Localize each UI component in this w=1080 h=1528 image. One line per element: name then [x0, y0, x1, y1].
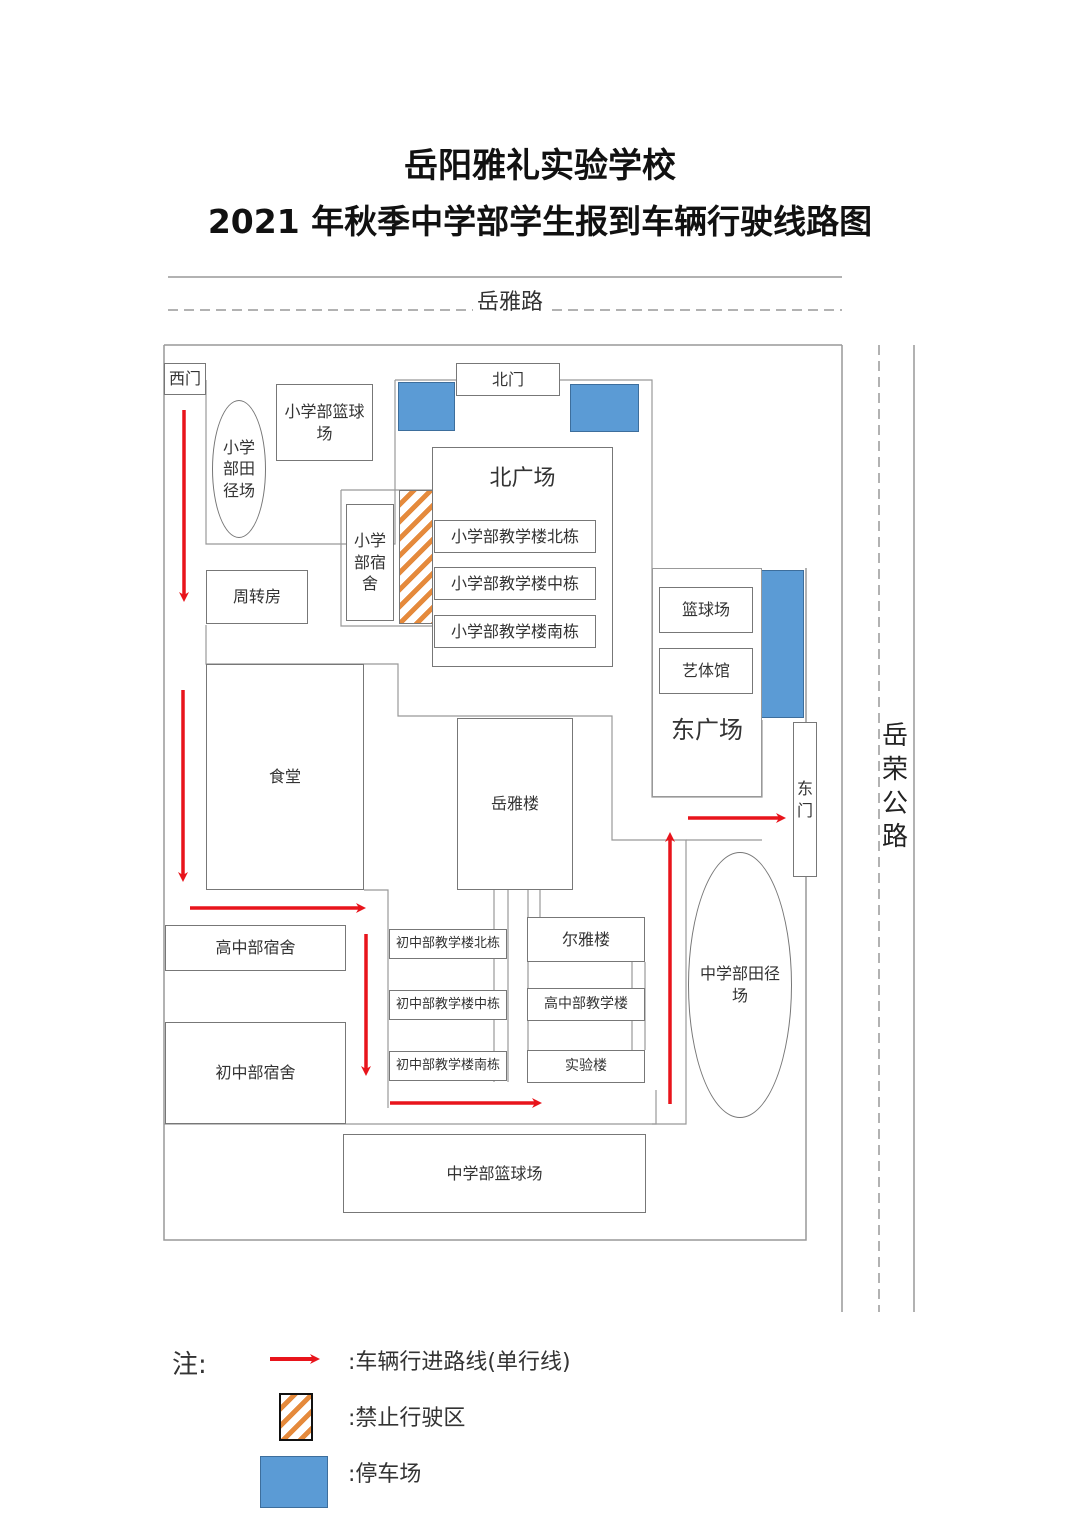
east-road-char: 路 — [881, 822, 908, 853]
campus-boundary-south — [163, 345, 807, 1241]
primary-teaching-north: 小学部教学楼北栋 — [434, 520, 596, 553]
legend-parking-swatch — [260, 1456, 328, 1508]
middle-basketball-court: 中学部篮球场 — [343, 1134, 646, 1213]
legend-no-drive-text: :禁止行驶区 — [348, 1406, 466, 1431]
junior-teaching-south: 初中部教学楼南栋 — [389, 1051, 507, 1081]
inner-road-outline-c — [340, 490, 432, 627]
junior-teaching-north: 初中部教学楼北栋 — [389, 929, 507, 959]
parking-lot-east — [760, 570, 804, 718]
primary-teaching-south: 小学部教学楼南栋 — [434, 615, 596, 648]
legend-route-text: :车辆行进路线(单行线) — [348, 1350, 571, 1375]
north-gate: 北门 — [456, 363, 560, 396]
lab-building: 实验楼 — [527, 1050, 645, 1083]
senior-teaching-building: 高中部教学楼 — [527, 988, 645, 1021]
page-title: 岳阳雅礼实验学校 — [404, 146, 676, 186]
page-subtitle: 2021 年秋季中学部学生报到车辆行驶线路图 — [207, 202, 873, 241]
north-road-label: 岳雅路 — [473, 284, 548, 316]
parking-lot-north-east — [570, 384, 639, 432]
arts-sports-hall: 艺体馆 — [659, 648, 753, 694]
legend-note: 注: — [172, 1350, 207, 1380]
middle-track-field: 中学部田径场 — [688, 852, 792, 1118]
primary-dorm: 小学部宿舍 — [346, 504, 394, 621]
inner-road-outline-j — [652, 1090, 657, 1125]
canteen: 食堂 — [206, 664, 364, 890]
east-road-label: 岳 荣 公 路 — [880, 720, 910, 856]
east-road-char: 岳 — [881, 721, 908, 751]
primary-track-field: 小学部田径场 — [212, 400, 266, 538]
east-road-char: 荣 — [881, 754, 908, 785]
turnover-housing: 周转房 — [206, 570, 308, 624]
east-road-char: 公 — [881, 788, 908, 819]
legend-parking-text: :停车场 — [348, 1462, 422, 1487]
legend-no-drive-swatch — [279, 1393, 313, 1441]
primary-teaching-middle: 小学部教学楼中栋 — [434, 567, 596, 600]
junior-teaching-middle: 初中部教学楼中栋 — [389, 990, 507, 1020]
east-gate-char: 门 — [796, 800, 813, 820]
east-gate: 东 门 — [793, 722, 817, 877]
inner-road-outline-g — [364, 889, 389, 1108]
east-gate-char: 东 — [796, 778, 813, 798]
west-gate: 西门 — [164, 363, 206, 395]
inner-road-outline-f — [164, 663, 687, 1125]
parking-lot-north-west — [398, 382, 455, 431]
senior-dorm: 高中部宿舍 — [165, 925, 346, 971]
inner-road-outline-a — [205, 380, 396, 545]
basketball-court: 篮球场 — [659, 587, 753, 633]
junior-dorm: 初中部宿舍 — [165, 1022, 346, 1124]
primary-basketball-court: 小学部篮球场 — [276, 384, 373, 461]
erya-building: 尔雅楼 — [527, 917, 645, 962]
yueya-building: 岳雅楼 — [457, 718, 573, 890]
no-drive-zone — [399, 490, 433, 624]
